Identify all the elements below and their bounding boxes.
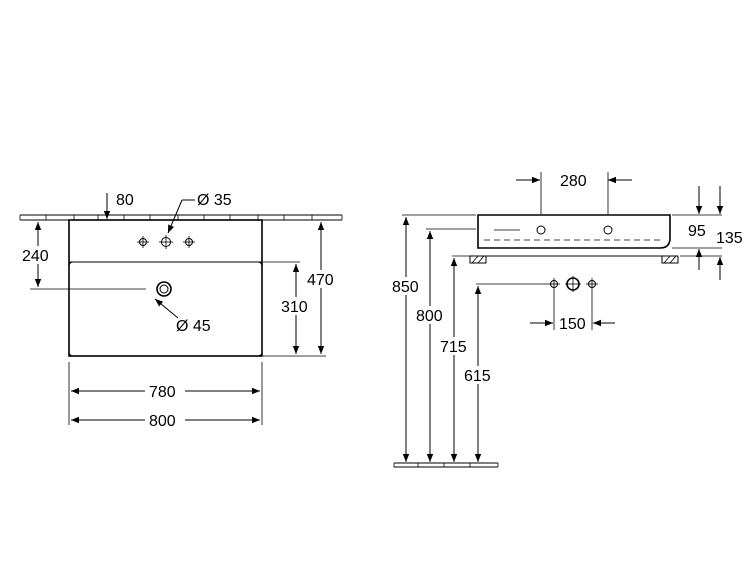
dim-top-width-label: 280 <box>560 173 587 190</box>
dim-total-width-label: 800 <box>149 413 176 430</box>
side-hole-left-icon <box>536 225 546 235</box>
dim-hole-spacing-label: 150 <box>559 316 586 333</box>
dim-waste-label: Ø 45 <box>176 318 211 335</box>
dim-715-label: 715 <box>440 339 467 356</box>
dim-850-label: 850 <box>392 279 419 296</box>
basin-side-profile <box>477 214 671 249</box>
top-view: Ø 45 80 Ø 35 240 310 470 780 800 <box>19 192 343 430</box>
dim-inner-depth-label: 310 <box>281 299 308 316</box>
tap-holes <box>137 235 195 249</box>
dim-total-height-label: 135 <box>716 230 743 247</box>
floor-line <box>393 462 499 468</box>
basin-bowl <box>68 261 263 357</box>
dim-basin-height-label: 95 <box>688 223 706 240</box>
front-holes <box>548 276 598 330</box>
basin-outline <box>68 219 263 357</box>
dim-615-label: 615 <box>464 368 491 385</box>
dim-800-label: 800 <box>416 308 443 325</box>
dim-tap-hole-label: Ø 35 <box>197 192 232 209</box>
waste-outlet <box>90 281 179 319</box>
dim-total-depth-label: 470 <box>307 272 334 289</box>
side-hole-right-icon <box>603 225 613 235</box>
support-right <box>661 255 679 264</box>
side-view: 280 95 135 150 <box>390 172 743 468</box>
support-left <box>469 255 487 264</box>
dim-left-height-label: 240 <box>22 248 49 265</box>
dim-hole-offset-label: 80 <box>116 192 134 209</box>
dim-inner-width-label: 780 <box>149 384 176 401</box>
